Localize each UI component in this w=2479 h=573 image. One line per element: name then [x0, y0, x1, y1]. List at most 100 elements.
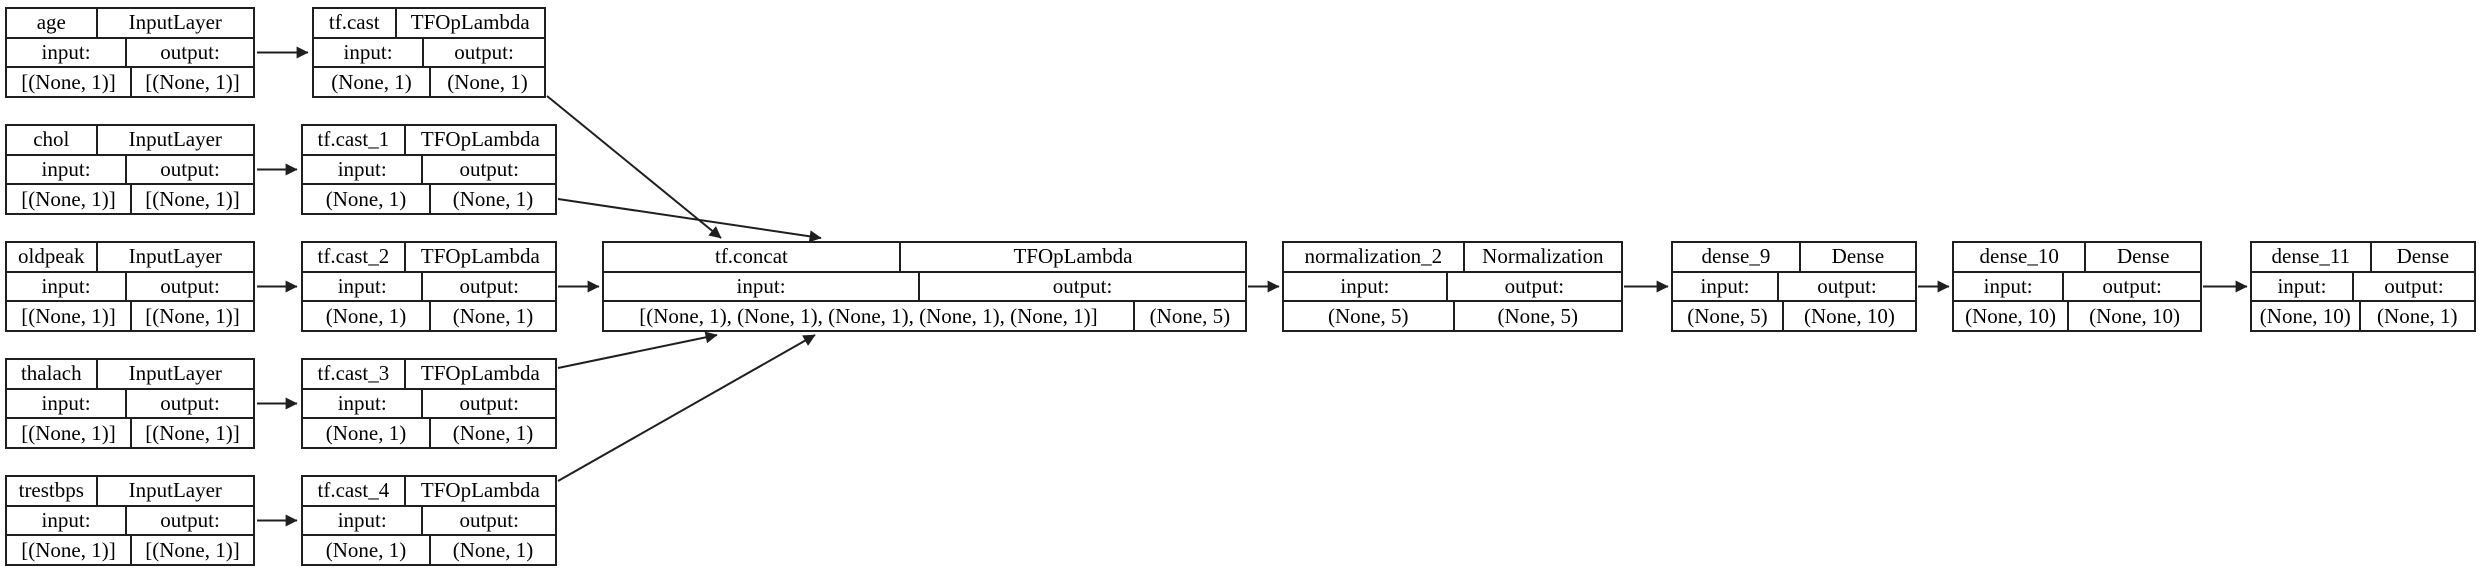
node-thalach-row-2: [(None, 1)][(None, 1)]	[7, 417, 253, 448]
node-tf-cast-3-input-shape: (None, 1)	[325, 420, 407, 445]
node-normalization-2-input-label: input:	[1340, 274, 1390, 298]
node-tf-concat-output-label: output:	[918, 272, 1245, 301]
edge-tf-cast-3-to-tf-concat	[557, 331, 718, 369]
node-age-row-1: input: output:	[7, 36, 253, 67]
node-age-output-shape: [(None, 1)]	[130, 68, 253, 97]
node-age-input-label: input:	[41, 40, 91, 64]
node-oldpeak-input-shape: [(None, 1)]	[21, 303, 116, 328]
node-trestbps-row-2: [(None, 1)][(None, 1)]	[7, 534, 253, 565]
node-thalach-class: InputLayer	[95, 360, 253, 388]
node-tf-cast-3-row-2: (None, 1)(None, 1)	[303, 417, 555, 448]
node-tf-cast-1-input-label: input:	[337, 157, 387, 181]
node-normalization-2-input-shape: (None, 5)	[1328, 303, 1409, 328]
node-tf-cast-4-output-label: output:	[421, 506, 555, 535]
node-dense-11-row-1: input: output:	[2252, 270, 2474, 301]
node-dense-10-input-shape: (None, 10)	[1965, 303, 2057, 328]
node-tf-cast-1-input-shape: (None, 1)	[325, 186, 407, 211]
node-tf-cast-row-2: (None, 1)(None, 1)	[314, 66, 544, 97]
node-tf-concat-input-label: input:	[736, 274, 786, 298]
node-tf-cast-3-name: tf.cast_3	[317, 361, 390, 386]
node-oldpeak-input-label: input:	[41, 274, 91, 298]
node-oldpeak-row-2: [(None, 1)] [(None, 1)]	[7, 300, 253, 331]
node-normalization-2-row-1: input:output:	[1284, 270, 1621, 301]
node-dense-11-input-label: input:	[2277, 274, 2327, 298]
node-oldpeak-output-shape: [(None, 1)]	[130, 302, 253, 331]
node-chol-class: InputLayer	[95, 126, 253, 154]
node-normalization-2-output-shape: (None, 5)	[1452, 302, 1622, 331]
node-dense-9-input-shape: (None, 5)	[1687, 303, 1768, 328]
node-age-name: age	[36, 10, 66, 35]
node-age-input-shape: [(None, 1)]	[21, 69, 116, 94]
node-tf-cast-name: tf.cast	[328, 10, 380, 35]
node-tf-cast-1-row-1: input: output:	[303, 153, 555, 184]
node-tf-concat-row-1: input: output:	[604, 270, 1245, 301]
node-trestbps-input-shape: [(None, 1)]	[21, 537, 116, 562]
node-tf-cast-row-1: input:output:	[314, 36, 544, 67]
node-tf-cast-4-class: TFOpLambda	[403, 477, 555, 505]
node-thalach-output-label: output:	[125, 389, 253, 418]
node-thalach-input-label: input:	[41, 391, 91, 415]
node-tf-cast-4-row-2: (None, 1)(None, 1)	[303, 534, 555, 565]
node-tf-cast-4-input-shape: (None, 1)	[325, 537, 407, 562]
node-dense-11-output-label: output:	[2351, 272, 2474, 301]
node-dense-11-row-2: (None, 10)(None, 1)	[2252, 300, 2474, 331]
node-tf-cast-2-class: TFOpLambda	[403, 243, 555, 271]
node-trestbps-name: trestbps	[18, 478, 84, 503]
node-dense-10-output-shape: (None, 10)	[2067, 302, 2200, 331]
node-dense-10-class: Dense	[2084, 243, 2200, 271]
node-chol-input-shape: [(None, 1)]	[21, 186, 116, 211]
node-age-row-2: [(None, 1)] [(None, 1)]	[7, 66, 253, 97]
node-trestbps-row-0: trestbps InputLayer	[7, 477, 253, 505]
node-tf-concat-row-2: [(None, 1), (None, 1), (None, 1), (None,…	[604, 300, 1245, 331]
edge-tf-cast-1-to-tf-concat	[557, 198, 822, 243]
node-dense-10-output-label: output:	[2062, 272, 2200, 301]
node-tf-cast-3-class: TFOpLambda	[403, 360, 555, 388]
node-tf-cast-output-label: output:	[422, 38, 544, 67]
node-thalach-name: thalach	[20, 361, 82, 386]
node-tf-cast-1-output-label: output:	[421, 155, 555, 184]
node-tf-cast-3-output-label: output:	[421, 389, 555, 418]
node-tf-concat-name: tf.concat	[714, 244, 788, 269]
node-tf-cast-4-row-1: input:output:	[303, 504, 555, 535]
edge-tf-cast-to-tf-concat	[546, 95, 722, 239]
node-tf-cast-2-output-label: output:	[421, 272, 555, 301]
edge-tf-cast-4-to-tf-concat	[557, 334, 816, 482]
node-dense-9-class: Dense	[1798, 243, 1915, 271]
node-thalach-row-0: thalach InputLayer	[7, 360, 253, 388]
node-tf-cast-4-name: tf.cast_4	[317, 478, 390, 503]
node-chol-output-shape: [(None, 1)]	[130, 185, 253, 214]
node-tf-cast-2-output-shape: (None, 1)	[429, 302, 555, 331]
node-trestbps-class: InputLayer	[95, 477, 253, 505]
node-tf-cast-2-input-shape: (None, 1)	[325, 303, 407, 328]
node-chol-row-2: [(None, 1)] [(None, 1)]	[7, 183, 253, 214]
node-tf-cast-1-name: tf.cast_1	[317, 127, 390, 152]
node-tf-cast-1-row-2: (None, 1)(None, 1)	[303, 183, 555, 214]
node-tf-concat-input-shape: [(None, 1), (None, 1), (None, 1), (None,…	[639, 303, 1098, 328]
node-trestbps-output-label: output:	[125, 506, 253, 535]
node-oldpeak-class: InputLayer	[95, 243, 253, 271]
node-dense-10-name: dense_10	[1979, 244, 2059, 269]
node-tf-cast-2-input-label: input:	[337, 274, 387, 298]
node-thalach-row-1: input: output:	[7, 387, 253, 418]
node-age-output-label: output:	[125, 38, 253, 67]
node-tf-cast-output-shape: (None, 1)	[429, 68, 544, 97]
node-oldpeak-name: oldpeak	[18, 244, 85, 269]
node-chol-input-label: input:	[41, 157, 91, 181]
